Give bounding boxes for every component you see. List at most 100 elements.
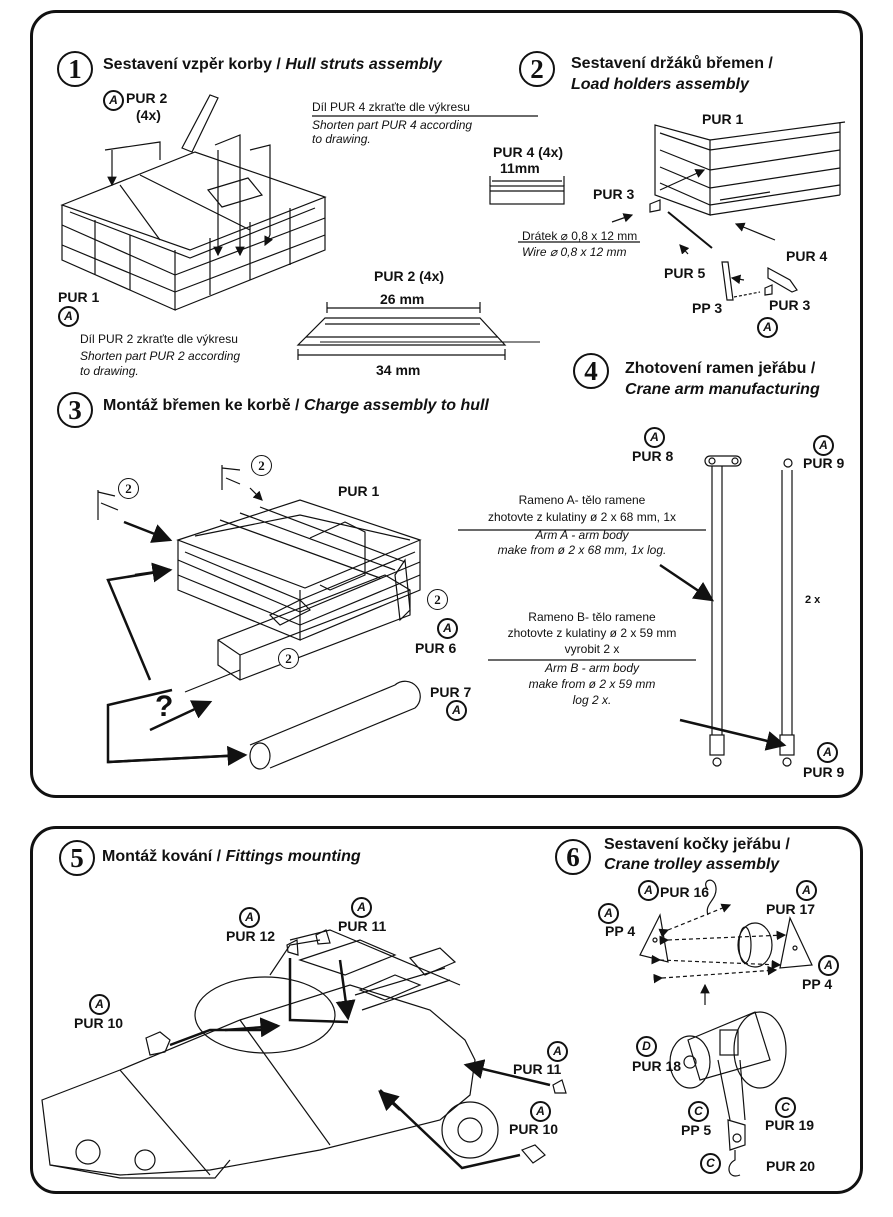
label-pur9-top: PUR 9 [803,455,845,471]
label-pur2-shorten: PUR 2 (4x) [374,268,445,284]
arm-b-note-3: vyrobit 2 x [564,642,620,656]
step-5-number: 5 [59,840,95,876]
step-4-title-en-text: Crane arm manufacturing [625,381,820,398]
pur10-fitting-b [520,1144,546,1164]
label-pur2-qty: (4x) [136,107,161,123]
step-5-title: Montáž kování / Fittings mounting [102,848,361,866]
dim-pur2-34mm: 34 mm [376,362,421,378]
pur4-holder-part [767,266,798,293]
pp4-plate-right [779,916,813,969]
label-pur8: PUR 8 [632,448,674,464]
step-6-title-cz: Sestavení kočky jeřábu / [604,836,790,853]
label-pur9-bottom: PUR 9 [803,764,845,780]
ref-step2-a: 2 [251,455,272,476]
step-1-number: 1 [57,51,93,87]
label-pur1-hull: PUR 1 [58,289,100,305]
arm-b-note-1: Rameno B- tělo ramene [528,610,656,624]
step-6-title-en-text: Crane trolley assembly [604,856,780,873]
badge-a-pur9-bottom: A [817,742,838,763]
pur11-fitting-a [315,929,331,945]
badge-a-pur7: A [446,700,467,721]
pur2-part-shape [296,317,507,346]
ref-step2-b: 2 [118,478,139,499]
badge-a-pur9-top: A [813,435,834,456]
arm-b-note-4: Arm B - arm body [544,661,640,675]
label-pur11-a: PUR 11 [338,918,387,934]
arm-a-note-4: make from ø 2 x 68 mm, 1x log. [497,543,667,557]
pur3-part-a [649,199,661,213]
note-pur2-cz: Díl PUR 2 zkraťte dle výkresu [80,332,238,346]
label-pur7: PUR 7 [430,684,472,700]
pur18-trolley [669,1011,787,1121]
step-4-title-cz: Zhotovení ramen jeřábu / [625,360,816,377]
label-pur17: PUR 17 [766,901,816,917]
step-1-title: Sestavení vzpěr korby / Hull struts asse… [103,56,442,74]
pur11-fitting-b [552,1079,567,1094]
tank-hull-drawing [41,929,499,1179]
label-pur1-frame: PUR 1 [702,111,744,127]
step-3-number: 3 [57,392,93,428]
arm-b-note-2: zhotovte z kulatiny ø 2 x 59 mm [507,626,677,640]
badge-d-pur18: D [636,1036,657,1057]
pur5-part [721,261,734,301]
label-qty-2x: 2 x [805,594,821,606]
label-pp5: PP 5 [681,1122,712,1138]
badge-a-pur8: A [644,427,665,448]
question-mark: ? [155,690,174,723]
label-pp3: PP 3 [692,300,723,316]
label-pur1-step3: PUR 1 [338,483,380,499]
holder-detail-2 [97,490,119,520]
arm-a-note-2: zhotovte z kulatiny ø 2 x 68 mm, 1x [487,510,677,524]
label-pur10-b: PUR 10 [509,1121,559,1137]
step-6-number: 6 [555,839,591,875]
step-6-title-en: Crane trolley assembly [604,856,779,874]
label-pur16: PUR 16 [660,884,710,900]
badge-c-pp5: C [688,1101,709,1122]
step-2-number: 2 [519,51,555,87]
label-pur3-a: PUR 3 [593,186,635,202]
label-pur11-b: PUR 11 [513,1061,562,1077]
ref-step2-c: 2 [427,589,448,610]
note-pur2-en-2: to drawing. [80,364,139,378]
beam-charge [217,574,411,681]
dim-pur4-11mm: 11mm [500,160,540,176]
note-wire-cz: Drátek ⌀ 0,8 x 12 mm [522,229,638,243]
badge-a-step2: A [757,317,778,338]
label-pp4-left: PP 4 [605,923,636,939]
step-3-title-cz: Montáž břemen ke korbě / [103,397,304,414]
label-pur4-shorten: PUR 4 (4x) [493,144,564,160]
badge-a-pur2: A [103,90,124,111]
step-4-number: 4 [573,353,609,389]
step-2-title-en: Load holders assembly [571,76,749,94]
label-pur2-strut: PUR 2 [126,90,168,106]
note-pur4-cz: Díl PUR 4 zkraťte dle výkresu [312,100,470,114]
badge-a-pur10-a: A [89,994,110,1015]
arm-a-note-1: Rameno A- tělo ramene [518,493,646,507]
label-pp4-right: PP 4 [802,976,833,992]
arm-b-note-6: log 2 x. [572,693,612,707]
badge-a-pur11-b: A [547,1041,568,1062]
step-4-title-en: Crane arm manufacturing [625,381,820,399]
pur19-pulley [727,1119,746,1151]
holder-detail-1 [221,465,241,490]
badge-a-pur17: A [796,880,817,901]
dim-pur2-26mm: 26 mm [380,291,425,307]
note-wire-en: Wire ⌀ 0,8 x 12 mm [522,245,627,259]
panel-bottom [30,826,863,1194]
step-1-title-cz: Sestavení vzpěr korby / [103,56,286,73]
step-2-title-en-text: Load holders assembly [571,76,749,93]
label-pur12: PUR 12 [226,928,276,944]
label-pur19: PUR 19 [765,1117,815,1133]
step-5-title-en: Fittings mounting [225,848,361,865]
badge-a-pp4-right: A [818,955,839,976]
hull-box-drawing [60,151,327,311]
badge-a-pur16: A [638,880,659,901]
step-2-title-cz: Sestavení držáků břemen / [571,55,773,72]
pur12-fitting [286,939,299,956]
arm-b-drawing [779,458,795,767]
arm-a-note-3: Arm A - arm body [535,528,629,542]
pur2-strut-part [181,94,219,153]
pur17-drum [737,922,773,968]
badge-a-pur12: A [239,907,260,928]
